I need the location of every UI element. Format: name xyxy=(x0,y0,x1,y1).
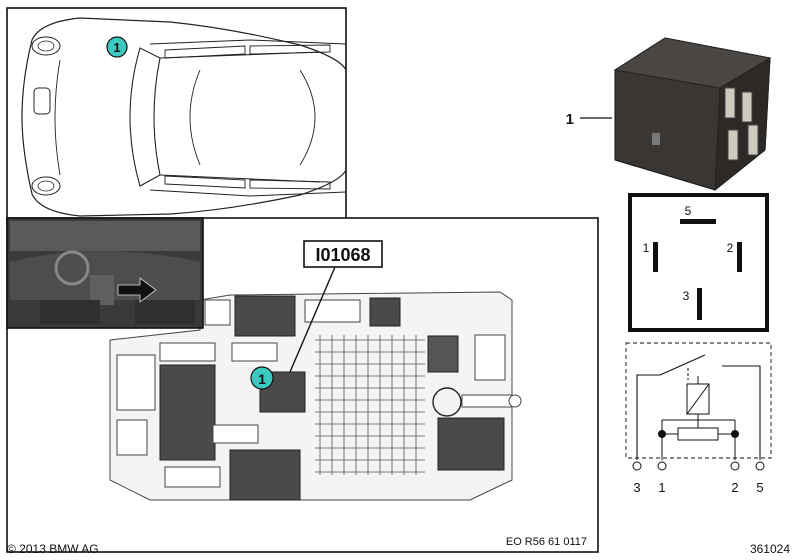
circuit-terminal-labels: 3 1 2 5 xyxy=(633,480,763,495)
relay-label: 1 xyxy=(566,111,574,128)
relay-image: 1 xyxy=(566,37,772,192)
reference-code: EO R56 61 0117 xyxy=(506,536,587,548)
terminal-1-label: 1 xyxy=(658,480,665,495)
pin-1-label: 1 xyxy=(643,241,650,255)
callout-relay-marker: 1 xyxy=(250,366,274,390)
part-code-text: I01068 xyxy=(315,245,370,265)
arrow-icon xyxy=(117,277,157,303)
copyright-text: © 2013 BMW AG xyxy=(7,542,99,556)
pin-2-label: 2 xyxy=(727,241,734,255)
callout-number-2: 1 xyxy=(258,371,266,387)
part-code-label: I01068 xyxy=(303,240,383,268)
terminal-3-label: 3 xyxy=(633,480,640,495)
pin-3-label: 3 xyxy=(683,289,690,303)
callout-location-marker: 1 xyxy=(106,36,128,58)
terminal-5-label: 5 xyxy=(756,480,763,495)
terminal-2-label: 2 xyxy=(731,480,738,495)
relay-circuit-schematic xyxy=(625,342,772,471)
fuse-slot-grid xyxy=(315,335,425,475)
interior-photo-inset xyxy=(6,217,204,329)
pin-5-label: 5 xyxy=(685,204,692,218)
image-number: 361024 xyxy=(750,542,790,556)
car-top-view-panel: 1 xyxy=(6,7,347,222)
pin-diagram: 5 1 2 3 xyxy=(628,193,769,332)
callout-number: 1 xyxy=(113,40,120,55)
leader-line xyxy=(289,266,336,373)
